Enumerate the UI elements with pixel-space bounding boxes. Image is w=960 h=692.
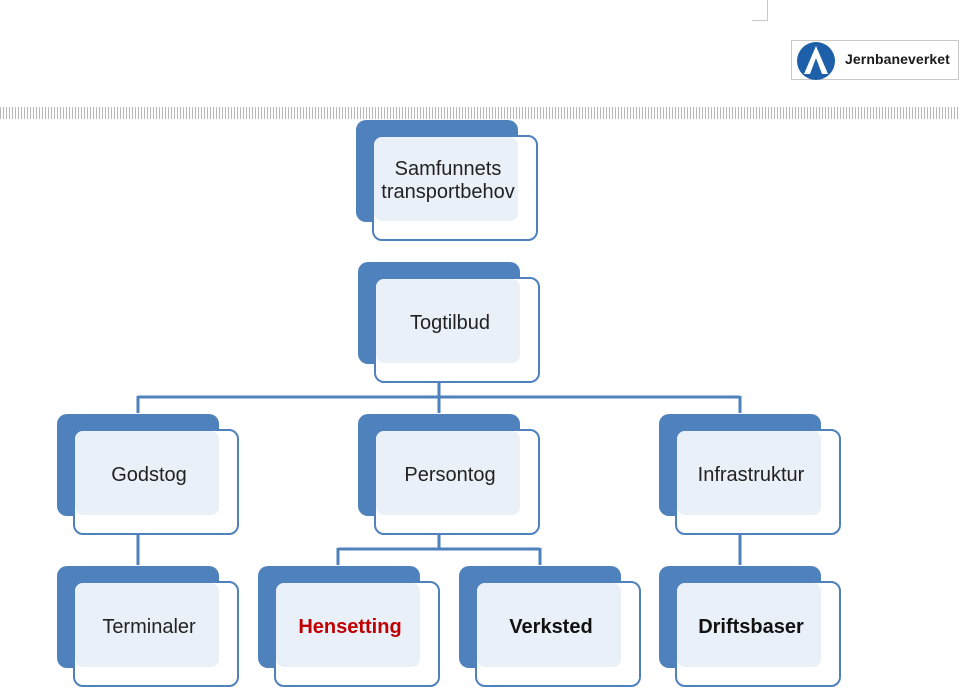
node-freight: Godstog [57,414,239,535]
node-label: Godstog [111,463,187,486]
header-stripe-divider [0,107,960,119]
node-depots: Driftsbaser [659,566,841,687]
node-label: Infrastruktur [697,463,805,486]
node-label: Togtilbud [409,311,491,334]
node-label: Driftsbaser [698,615,804,638]
node-workshop: Verksted [459,566,641,687]
node-label: Persontog [404,463,496,486]
node-service: Togtilbud [358,262,540,383]
node-storage: Hensetting [258,566,440,687]
page-corner-mark [752,0,768,21]
logo-emblem-icon [797,42,835,80]
logo-text: Jernbaneverket [845,51,950,67]
node-label: Samfunnets transportbehov [381,158,515,203]
node-label: Hensetting [298,615,402,638]
node-infrastructure: Infrastruktur [659,414,841,535]
node-passenger: Persontog [358,414,540,535]
node-label: Verksted [509,615,593,638]
node-root: Samfunnets transportbehov [356,120,538,241]
node-label: Terminaler [102,615,196,638]
jernbaneverket-logo: Jernbaneverket [791,40,959,80]
node-terminals: Terminaler [57,566,239,687]
